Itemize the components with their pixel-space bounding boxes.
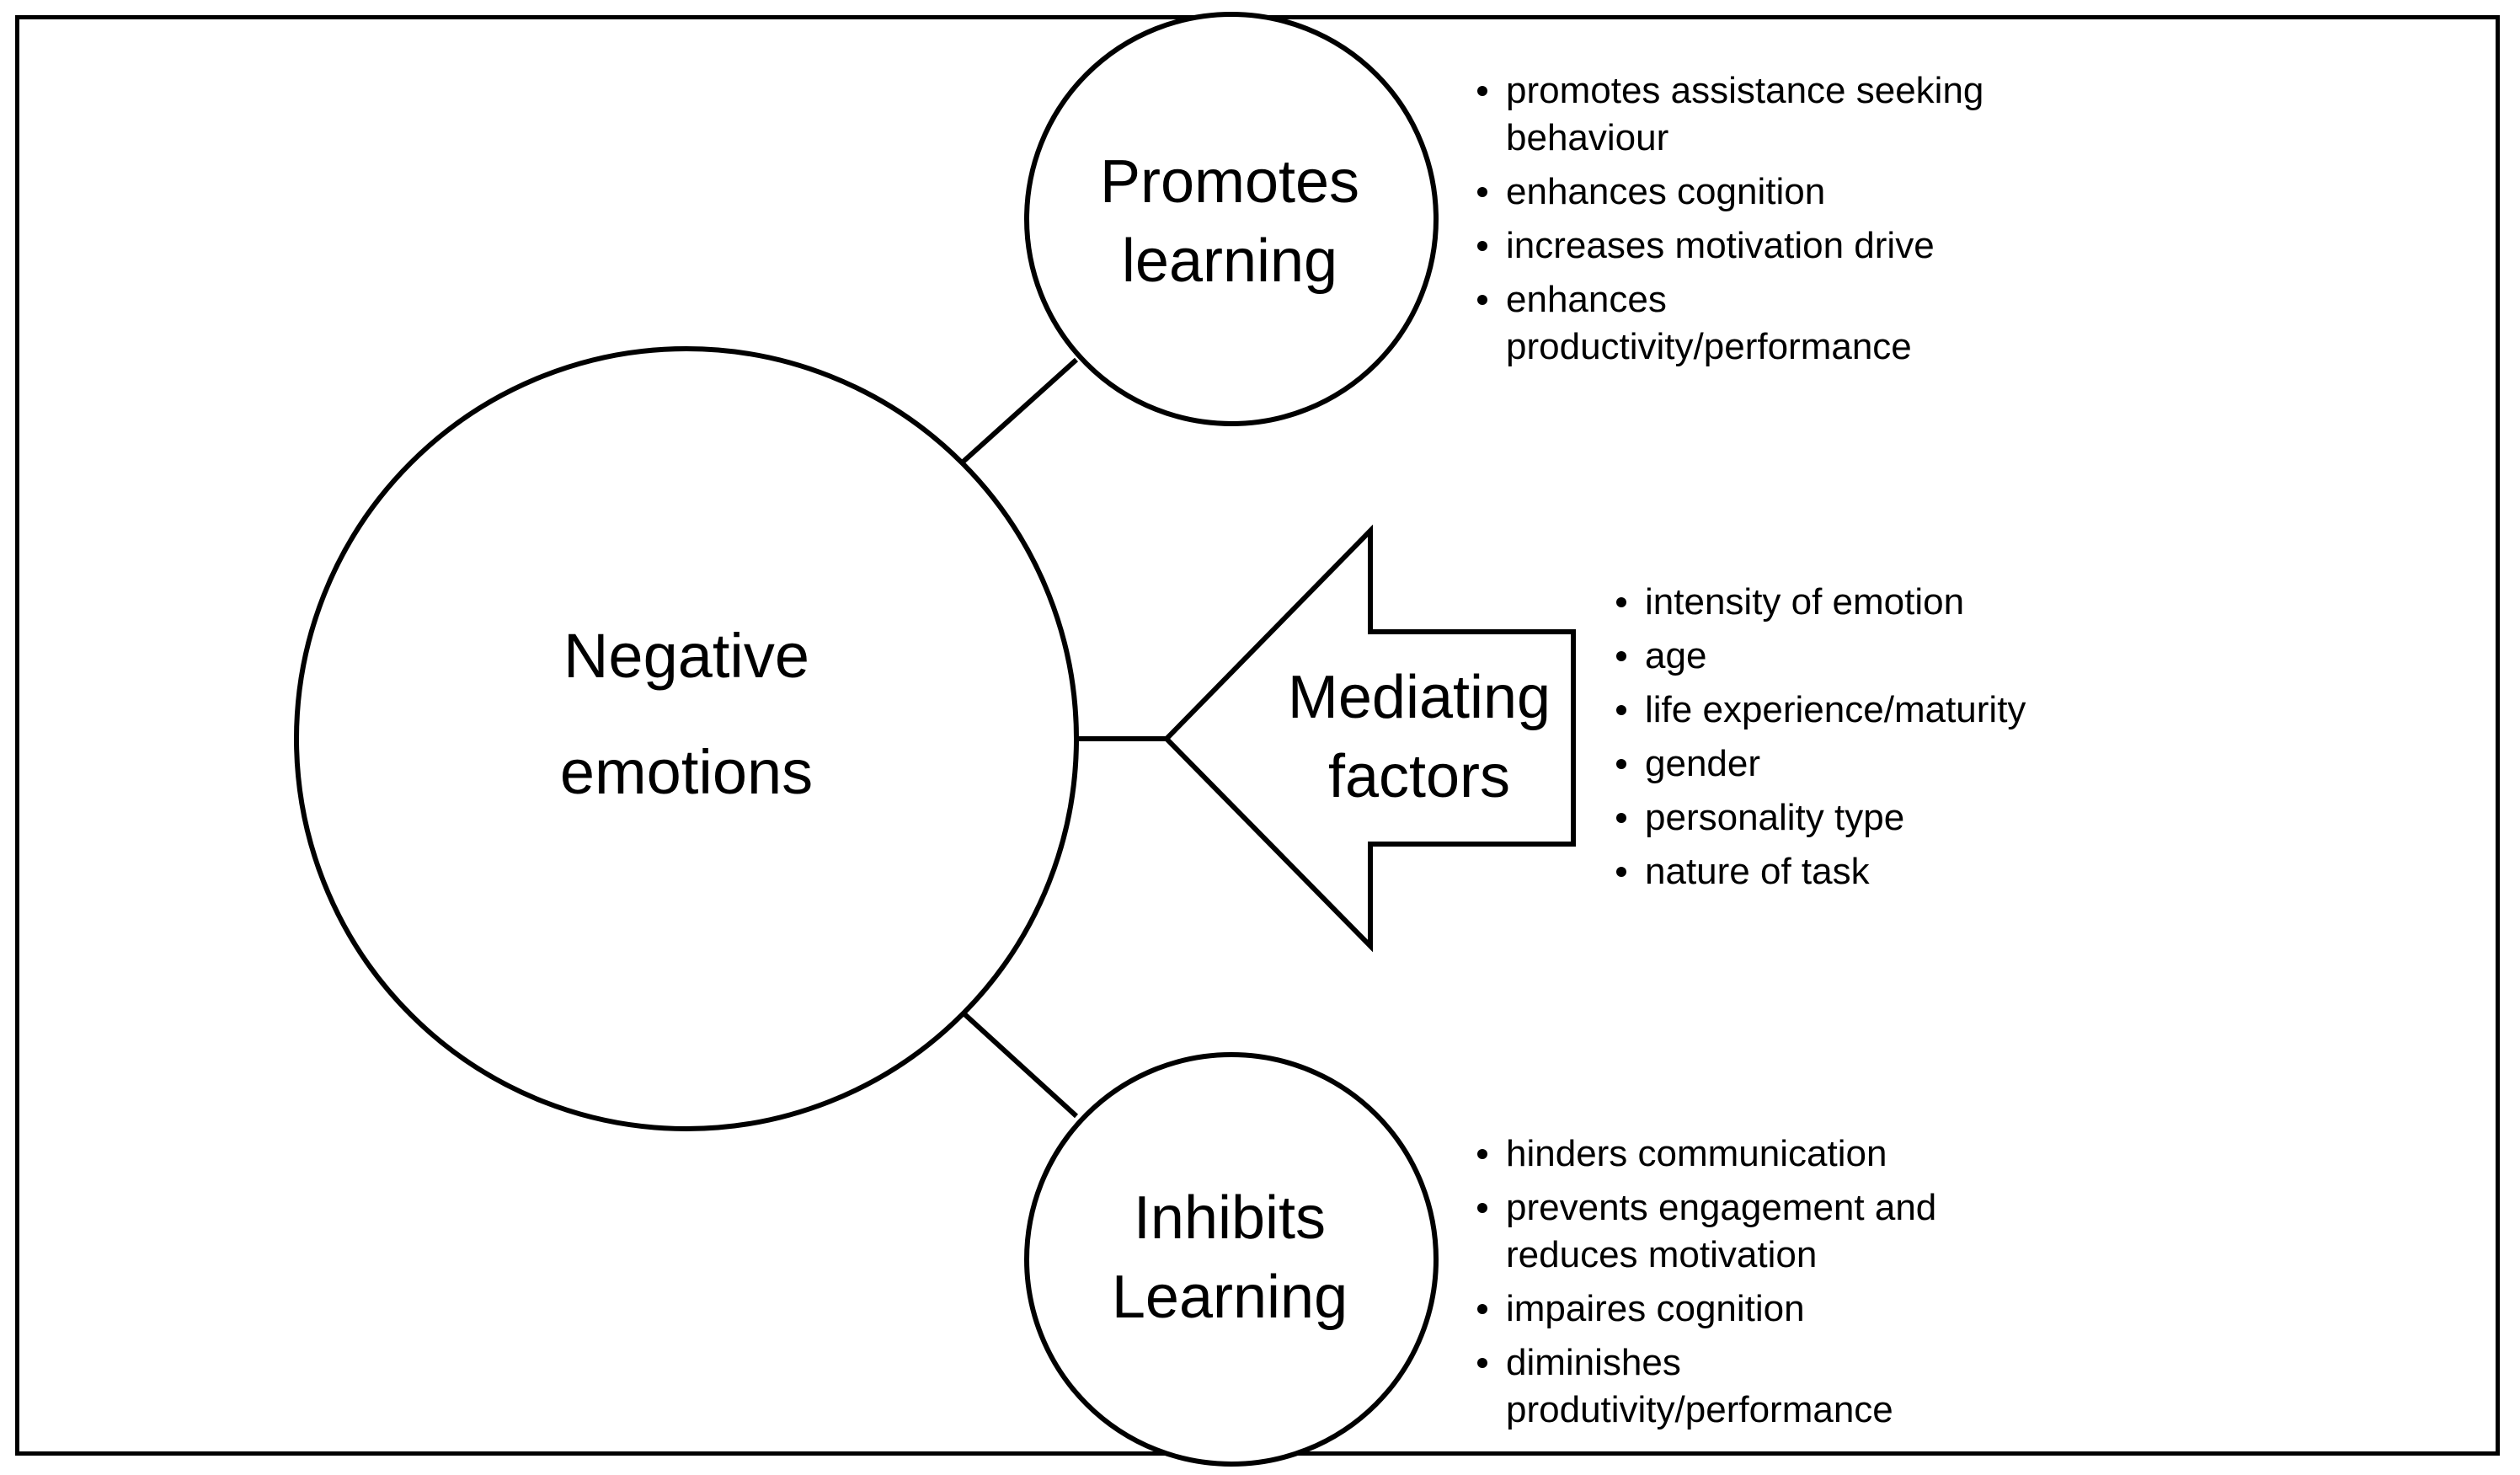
list-item-text: promotes assistance seeking behaviour [1506, 70, 1984, 158]
list-item: enhances productivity/performance [1476, 276, 1983, 371]
mediating-node-label-line2: factors [1327, 742, 1511, 810]
list-item: prevents engagement and reduces motivati… [1476, 1184, 1936, 1279]
list-item-text: intensity of emotion [1645, 581, 1965, 623]
list-item: nature of task [1615, 848, 2026, 895]
mediating-arrow-shape [1162, 524, 1576, 953]
list-item-text: increases motivation drive [1506, 225, 1935, 266]
list-item: intensity of emotion [1615, 579, 2026, 626]
promotes-effects-list: promotes assistance seeking behaviour en… [1476, 67, 1983, 377]
inhibits-effects-list: hinders communication prevents engagemen… [1476, 1130, 1936, 1440]
list-item: gender [1615, 740, 2026, 788]
mediating-factors-list: intensity of emotion age life experience… [1615, 579, 2026, 902]
inhibits-node-circle [1024, 1052, 1439, 1467]
promotes-node-label-line1: Promotes [1099, 148, 1360, 216]
list-item: life experience/maturity [1615, 687, 2026, 734]
inhibits-node-label-line2: Learning [1111, 1263, 1348, 1331]
list-item-text: diminishes produtivity/performance [1506, 1342, 1893, 1430]
list-item: hinders communication [1476, 1130, 1936, 1178]
center-node-label-line2: emotions [559, 736, 814, 807]
list-item-text: nature of task [1645, 851, 1870, 892]
list-item: age [1615, 633, 2026, 680]
list-item: diminishes produtivity/performance [1476, 1339, 1936, 1434]
list-item: promotes assistance seeking behaviour [1476, 67, 1983, 162]
list-item-text: personality type [1645, 797, 1905, 838]
center-node-label: Negative emotions [467, 598, 905, 830]
mediating-node-label: Mediating factors [1221, 659, 1617, 816]
inhibits-node-label: Inhibits Learning [998, 1179, 1461, 1337]
list-item-text: enhances cognition [1506, 171, 1826, 212]
list-item: increases motivation drive [1476, 222, 1983, 270]
center-node-label-line1: Negative [563, 621, 810, 691]
mediating-node-label-line1: Mediating [1287, 664, 1551, 731]
list-item-text: gender [1645, 743, 1761, 784]
inhibits-node-label-line1: Inhibits [1133, 1184, 1327, 1252]
list-item-text: hinders communication [1506, 1133, 1887, 1174]
promotes-node-label: Promotes learning [998, 143, 1461, 301]
list-item-text: impaires cognition [1506, 1288, 1805, 1329]
list-item-text: prevents engagement and reduces motivati… [1506, 1187, 1937, 1275]
list-item-text: age [1645, 635, 1707, 676]
list-item: enhances cognition [1476, 168, 1983, 216]
list-item-text: enhances productivity/performance [1506, 279, 1912, 367]
list-item: impaires cognition [1476, 1285, 1936, 1333]
list-item-text: life experience/maturity [1645, 689, 2026, 730]
list-item: personality type [1615, 794, 2026, 842]
promotes-node-circle [1024, 12, 1439, 426]
promotes-node-label-line2: learning [1121, 227, 1338, 295]
center-node-circle [294, 346, 1079, 1131]
